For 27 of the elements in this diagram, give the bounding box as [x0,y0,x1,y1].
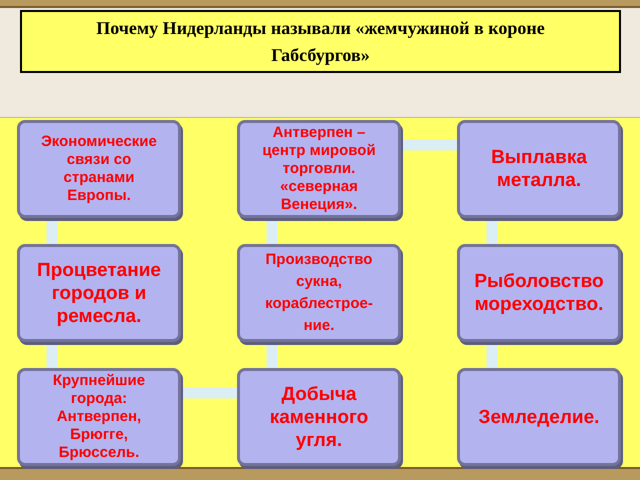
connector-line [181,388,237,398]
box-text: Рыболовство мореходство. [474,270,604,316]
connector-line [486,342,498,368]
box-text: Земледелие. [478,406,600,428]
box-text: Процветание городов и ремесла. [36,258,162,328]
topic-box [237,120,401,218]
connector-line [46,218,58,244]
topic-box [17,244,181,342]
title: Почему Нидерланды называли «жемчужиной в короне Габсбургов» [20,10,621,73]
connector-line [46,342,58,368]
topic-box [237,368,401,466]
box-text: Экономические связи со странами Европы. [40,133,158,205]
box-text: Выплавка металла. [490,146,588,192]
topic-box [457,244,621,342]
topic-box [457,120,621,218]
connector-line [266,218,278,244]
box-text: Антверпен – центр мировой торговли. «северная Венеция». [261,124,377,214]
topic-box [237,244,401,342]
topic-box [17,120,181,218]
box-text: Добыча каменного угля. [268,382,370,452]
box-text: Крупнейшие города: Антверпен, Брюгге, Брюссель. [52,372,146,462]
connector-line [486,218,498,244]
topic-box [17,368,181,466]
connector-line [401,140,457,150]
connector-line [266,342,278,368]
box-text: Производство сукна, кораблестрое- ние. [264,250,374,336]
topic-box [457,368,621,466]
